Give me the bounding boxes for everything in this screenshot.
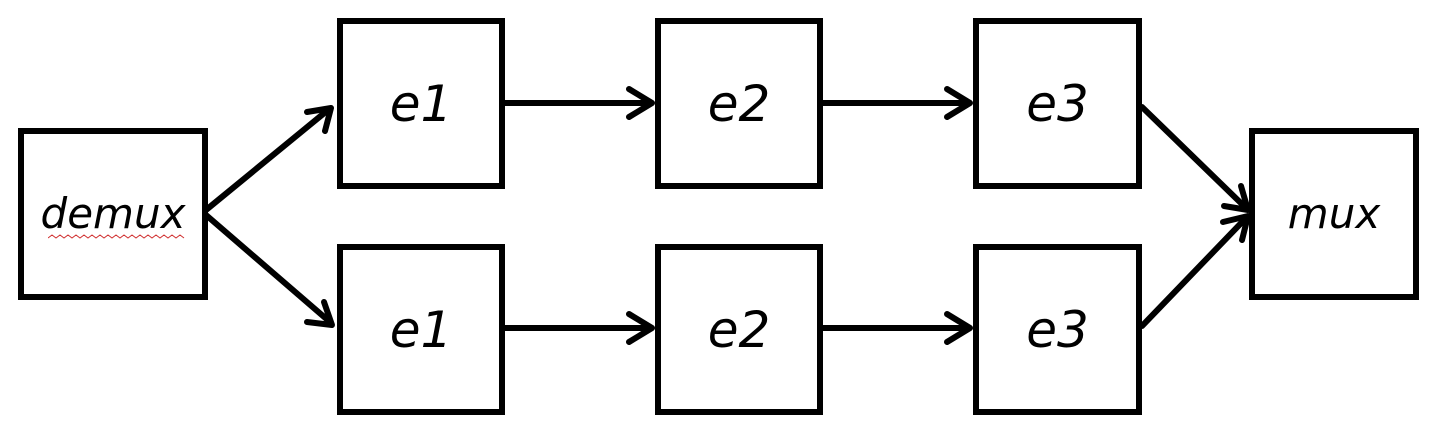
- node-e3-top: e3: [973, 18, 1142, 189]
- node-demux: demux: [18, 128, 208, 300]
- node-e2-bottom: e2: [655, 244, 823, 415]
- node-e3-top-label: e3: [1026, 74, 1089, 133]
- arrowhead-demux-to-e1-bottom: [304, 299, 335, 328]
- edge-e3-top-to-mux: [1139, 104, 1249, 211]
- node-mux: mux: [1249, 128, 1419, 300]
- arrowhead-e2-top-to-e3-top: [944, 86, 973, 120]
- arrowhead-e1-bottom-to-e2-bottom: [626, 311, 655, 345]
- arrowhead-e3-top-to-mux: [1221, 183, 1251, 213]
- node-e1-top: e1: [337, 18, 505, 189]
- node-e1-bottom: e1: [337, 244, 505, 415]
- node-e1-top-label: e1: [389, 74, 453, 133]
- node-e2-top-label: e2: [707, 74, 771, 133]
- edge-demux-to-e1-bottom: [203, 212, 333, 325]
- node-e1-bottom-label: e1: [389, 300, 453, 359]
- edge-demux-to-e1-top: [203, 107, 331, 213]
- node-e3-bottom: e3: [973, 244, 1142, 415]
- arrowhead-demux-to-e1-top: [304, 105, 334, 134]
- spellcheck-underline: [48, 234, 185, 239]
- arrowhead-e3-bottom-to-mux: [1220, 213, 1251, 243]
- node-mux-label: mux: [1287, 189, 1381, 238]
- node-demux-label: demux: [40, 189, 186, 238]
- node-e2-bottom-label: e2: [707, 300, 771, 359]
- arrowhead-e1-top-to-e2-top: [626, 86, 655, 120]
- arrowhead-e2-bottom-to-e3-bottom: [944, 311, 973, 345]
- node-e2-top: e2: [655, 18, 823, 189]
- edge-e3-bottom-to-mux: [1139, 215, 1249, 329]
- node-e3-bottom-label: e3: [1026, 300, 1089, 359]
